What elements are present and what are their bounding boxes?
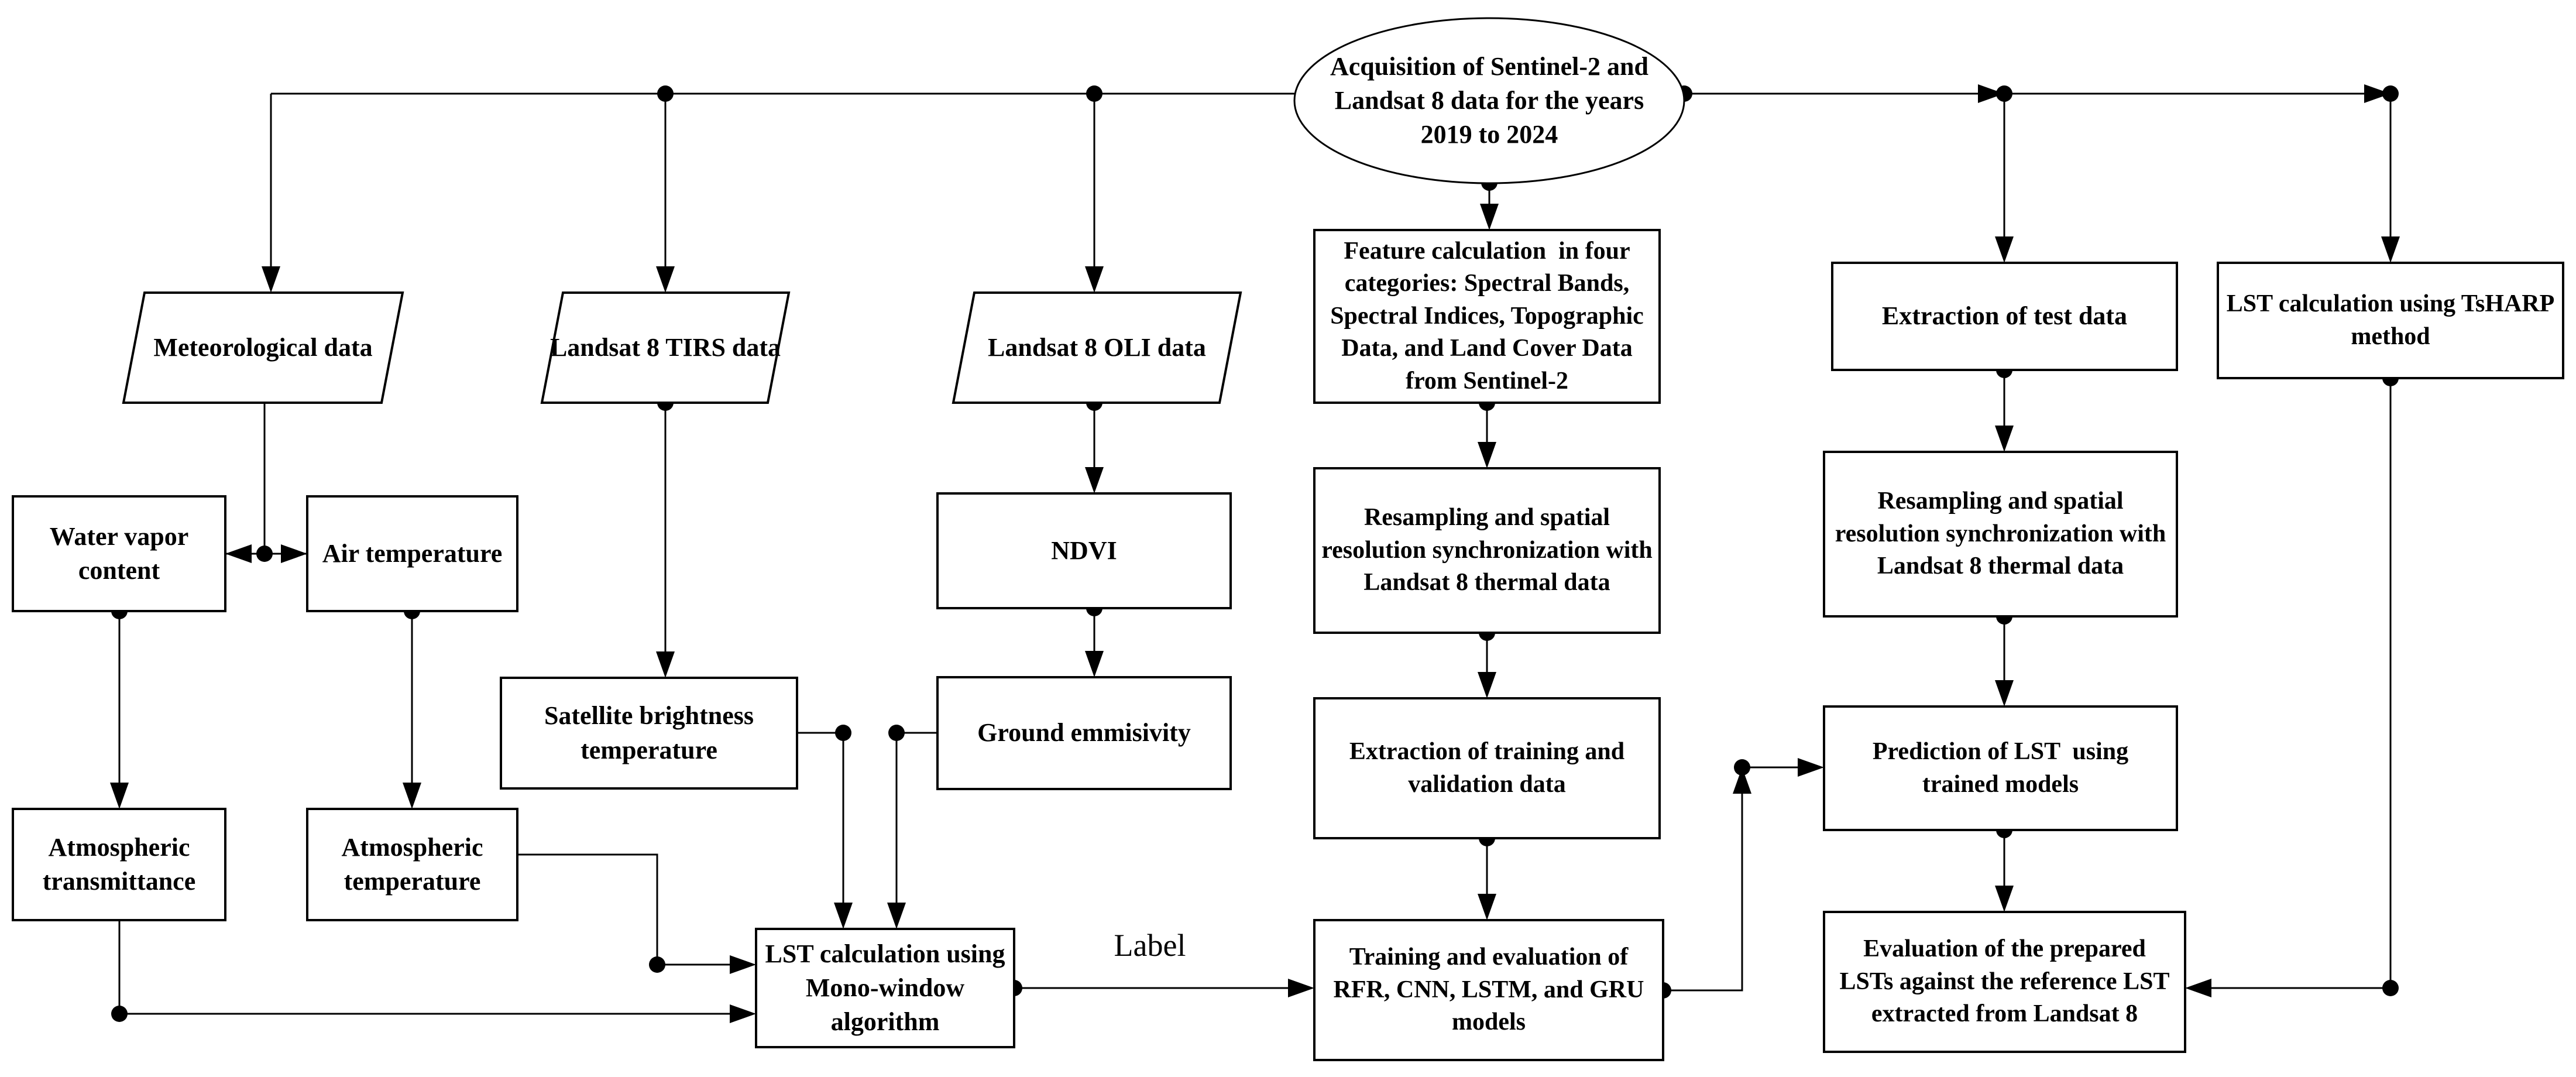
lst-mono-window-box [755, 928, 1015, 1048]
landsat8-oli-parallelogram [952, 291, 1242, 404]
atmospheric-temperature-box [306, 808, 518, 921]
ndvi-box [936, 492, 1232, 609]
acquisition-ellipse [1293, 17, 1685, 184]
evaluation-box [1823, 911, 2186, 1053]
resampling-test-box [1823, 451, 2178, 618]
arrowheads [110, 84, 2400, 1023]
satellite-brightness-box [500, 677, 798, 790]
training-evaluation-box [1313, 919, 1664, 1061]
water-vapor-box [12, 495, 226, 612]
extraction-test-box [1831, 262, 2178, 371]
air-temperature-box [306, 495, 518, 612]
resampling-train-box [1313, 467, 1661, 634]
ground-emmisivity-box [936, 676, 1232, 790]
atmospheric-transmittance-box [12, 808, 226, 921]
meteorological-parallelogram [122, 291, 404, 404]
prediction-lst-box [1823, 705, 2178, 831]
landsat8-tirs-parallelogram [540, 291, 791, 404]
label-edge-text: Label [1114, 928, 1186, 963]
extraction-training-box [1313, 697, 1661, 839]
feature-calculation-box [1313, 229, 1661, 404]
tsharp-box [2217, 262, 2564, 379]
